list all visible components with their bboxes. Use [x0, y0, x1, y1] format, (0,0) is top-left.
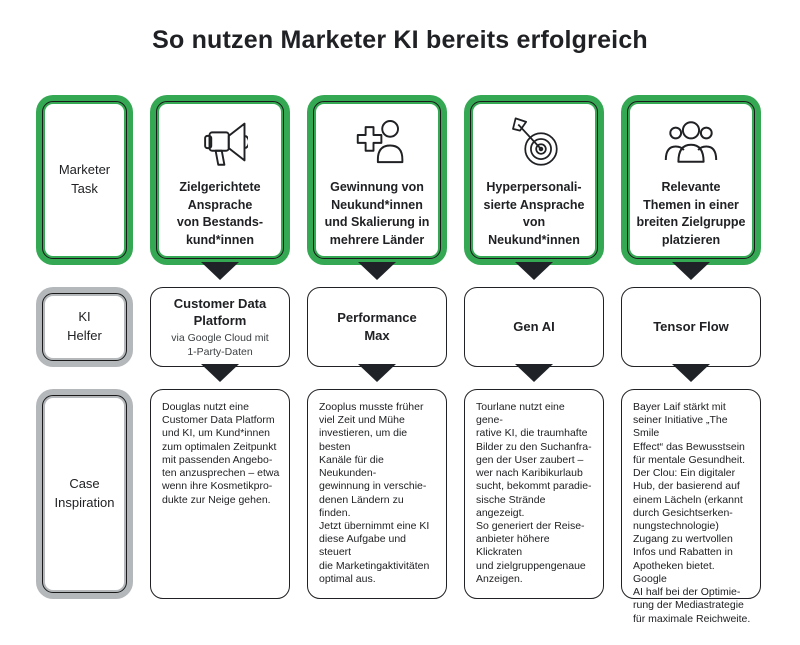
row-label-marketer-task: Marketer Task — [36, 95, 133, 265]
row-label-text: KI Helfer — [67, 309, 102, 343]
case-card-douglas: Douglas nutzt eine Customer Data Platfor… — [150, 389, 290, 599]
helper-card-performance-max: Performance Max — [307, 287, 447, 367]
case-card-bayer-laif: Bayer Laif stärkt mit seiner Initiative … — [621, 389, 761, 625]
task-text: Relevante Themen in einer breiten Zielgr… — [636, 180, 746, 247]
row-label-case-inspiration: Case Inspiration — [36, 389, 133, 599]
down-arrow — [672, 262, 710, 280]
row-label-text: Case Inspiration — [54, 476, 115, 510]
megaphone-icon — [192, 111, 248, 169]
down-arrow — [201, 262, 239, 280]
down-arrow — [515, 262, 553, 280]
task-card-neukunden: Gewinnung von Neukund*innen und Skalieru… — [307, 95, 447, 265]
case-text: Bayer Laif stärkt mit seiner Initiative … — [633, 401, 751, 625]
target-dart-icon — [506, 111, 562, 169]
audience-icon — [662, 111, 720, 169]
row-label-ki-helfer: KI Helfer — [36, 287, 133, 367]
helper-title: Performance Max — [337, 310, 417, 343]
task-card-bestandskunden: Zielgerichtete Ansprache von Bestands- k… — [150, 95, 290, 265]
case-text: Douglas nutzt eine Customer Data Platfor… — [162, 401, 280, 506]
down-arrow — [515, 364, 553, 382]
helper-title: Tensor Flow — [653, 319, 729, 335]
case-text: Tourlane nutzt eine gene- rative KI, die… — [476, 401, 592, 585]
matrix-grid: Marketer Task Zielgerichtete Ansprache v… — [36, 95, 761, 625]
page-title: So nutzen Marketer KI bereits erfolgreic… — [152, 26, 648, 54]
helper-title: Customer Data Platform — [173, 295, 267, 329]
task-text: Hyperpersonali- sierte Ansprache von Neu… — [483, 180, 585, 247]
down-arrow — [358, 364, 396, 382]
down-arrow — [672, 364, 710, 382]
helper-card-tensor-flow: Tensor Flow — [621, 287, 761, 367]
down-arrow — [201, 364, 239, 382]
case-text: Zooplus musste früher viel Zeit und Mühe… — [319, 401, 430, 585]
helper-card-gen-ai: Gen AI — [464, 287, 604, 367]
down-arrow — [358, 262, 396, 280]
new-customer-icon — [349, 111, 405, 169]
task-text: Gewinnung von Neukund*innen und Skalieru… — [324, 180, 430, 247]
row-label-text: Marketer Task — [58, 162, 111, 196]
case-card-zooplus: Zooplus musste früher viel Zeit und Mühe… — [307, 389, 447, 599]
helper-subtitle: via Google Cloud mit 1-Party-Daten — [171, 331, 269, 358]
case-card-tourlane: Tourlane nutzt eine gene- rative KI, die… — [464, 389, 604, 599]
task-text: Zielgerichtete Ansprache von Bestands- k… — [176, 180, 264, 247]
task-card-hyperpersonalisierung: Hyperpersonali- sierte Ansprache von Neu… — [464, 95, 604, 265]
helper-card-cdp: Customer Data Platform via Google Cloud … — [150, 287, 290, 367]
helper-title: Gen AI — [513, 319, 555, 335]
task-card-zielgruppe: Relevante Themen in einer breiten Zielgr… — [621, 95, 761, 265]
